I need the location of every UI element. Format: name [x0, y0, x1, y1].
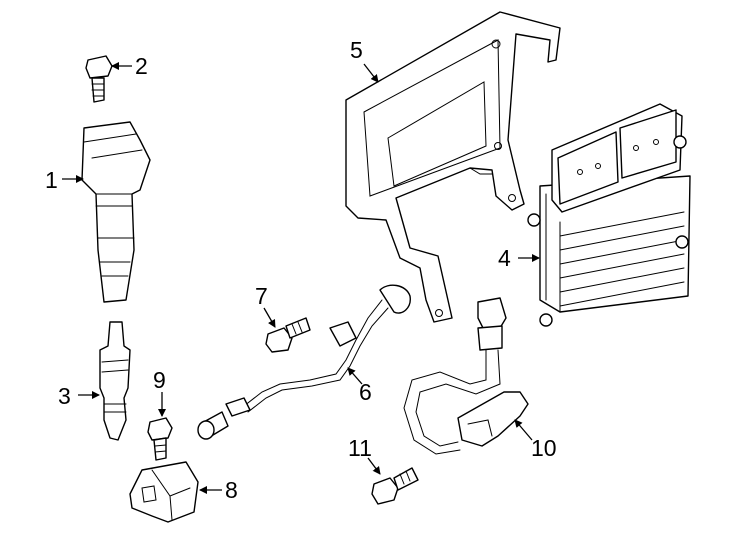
ignition-coil-part	[81, 121, 151, 303]
leader-10	[514, 419, 533, 441]
callout-6: 6	[359, 379, 372, 405]
ecu-module-part	[527, 103, 691, 327]
bolt-7-part	[265, 317, 311, 353]
leader-6	[347, 367, 363, 385]
wiring-harness-part	[403, 297, 529, 455]
bolt-9-part	[147, 417, 173, 461]
callout-8: 8	[225, 477, 238, 503]
bolt-2-part	[85, 55, 113, 103]
callout-5: 5	[350, 37, 363, 63]
sensor-harness-part	[197, 284, 411, 440]
leader-5	[363, 63, 379, 83]
spark-plug-part	[99, 321, 131, 441]
callout-3: 3	[58, 383, 71, 409]
bracket-part	[345, 11, 561, 323]
bolt-11-part	[371, 467, 419, 505]
callout-2: 2	[135, 53, 148, 79]
callout-9: 9	[153, 367, 166, 393]
callout-1: 1	[45, 167, 58, 193]
callout-10: 10	[531, 435, 557, 461]
leader-7	[263, 307, 276, 328]
callout-4: 4	[498, 245, 511, 271]
callout-11: 11	[348, 435, 372, 461]
leader-11	[367, 457, 381, 475]
callout-7: 7	[255, 283, 268, 309]
sensor-8-part	[129, 461, 199, 523]
